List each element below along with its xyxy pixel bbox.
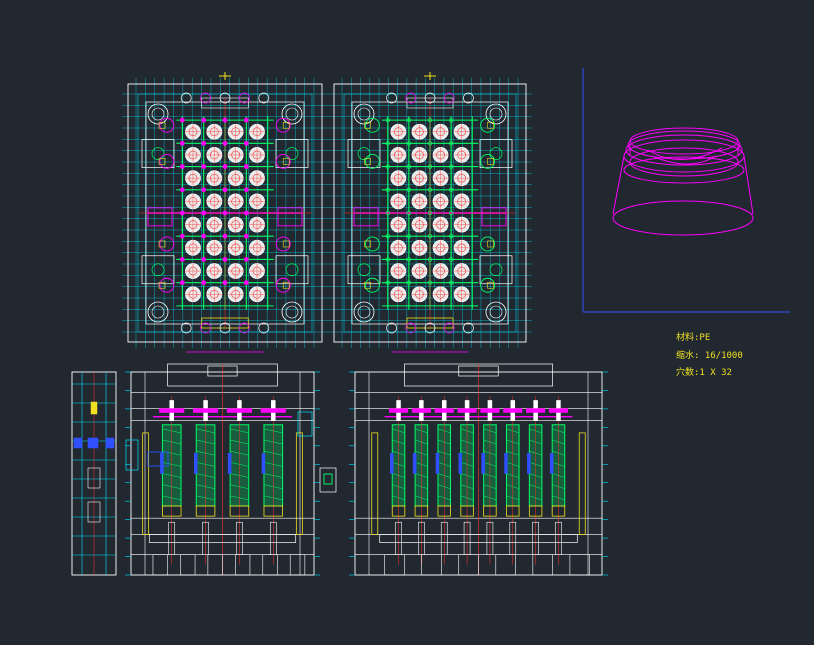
cavity-insert[interactable] [406,164,428,187]
cavity-insert[interactable] [385,117,407,140]
cavity-insert[interactable] [179,256,201,280]
cavity-insert[interactable] [385,164,407,187]
cavity-insert[interactable] [385,187,407,210]
cavity-insert[interactable] [201,187,223,210]
cavity-insert[interactable] [201,280,223,303]
cavity-insert[interactable] [406,280,428,303]
plan-view-fixed-half[interactable] [122,72,328,353]
cavity-insert[interactable] [243,256,266,280]
cavity-insert[interactable] [427,210,449,233]
cavity-insert[interactable] [427,257,449,280]
cavity-insert[interactable] [201,233,223,256]
product-cap-model [612,127,754,236]
cavity-insert[interactable] [201,256,223,280]
cavity-insert[interactable] [222,233,244,256]
cavity-insert[interactable] [427,187,449,210]
cavity-insert[interactable] [406,117,428,140]
cavity-insert[interactable] [385,210,407,233]
cavity-insert[interactable] [448,257,470,280]
cavity-insert[interactable] [448,280,470,303]
cavity-insert[interactable] [243,233,266,256]
cavity-insert[interactable] [243,164,266,187]
cavity-insert[interactable] [179,187,201,210]
cavity-insert[interactable] [201,140,223,163]
cavity-insert[interactable] [448,187,470,210]
cavity-insert[interactable] [222,187,244,210]
core-insert[interactable] [503,396,523,565]
cavity-insert[interactable] [201,164,223,187]
cavity-insert[interactable] [385,234,407,256]
cavity-insert[interactable] [201,210,223,233]
cavity-insert[interactable] [243,210,266,233]
cavity-insert[interactable] [179,210,201,233]
cavity-insert[interactable] [243,280,266,303]
cavity-insert[interactable] [406,234,428,256]
cavity-insert[interactable] [448,141,470,163]
cavity-insert[interactable] [179,140,201,163]
cavity-insert[interactable] [406,210,428,233]
cavity-insert[interactable] [243,117,266,140]
product-3d-viewport[interactable] [582,68,790,313]
core-insert[interactable] [526,396,546,565]
cavity-count-note: 穴数:1 X 32 [676,368,732,378]
cavity-insert[interactable] [179,233,201,256]
cavity-insert[interactable] [385,280,407,303]
cavity-insert[interactable] [385,257,407,280]
side-section-view[interactable] [71,371,117,576]
cavity-insert[interactable] [222,210,244,233]
core-insert[interactable] [457,396,477,565]
cavity-insert[interactable] [427,117,449,140]
cavity-insert[interactable] [243,187,266,210]
core-insert[interactable] [480,396,500,565]
cavity-insert[interactable] [448,117,470,140]
core-insert[interactable] [226,396,252,565]
cavity-insert[interactable] [427,234,449,256]
cavity-insert[interactable] [222,256,244,280]
core-insert[interactable] [548,396,568,565]
cavity-insert[interactable] [201,117,223,140]
cavity-insert[interactable] [385,141,407,163]
core-insert[interactable] [434,396,454,565]
cavity-insert[interactable] [179,117,201,140]
cavity-insert[interactable] [448,234,470,256]
core-insert[interactable] [260,396,286,565]
cavity-insert[interactable] [427,280,449,303]
cross-section-view-b[interactable] [349,363,608,576]
cavity-insert[interactable] [406,187,428,210]
cavity-insert[interactable] [222,164,244,187]
core-insert[interactable] [411,396,431,565]
cross-section-view-a[interactable] [125,363,337,576]
core-insert[interactable] [389,396,409,565]
cavity-insert[interactable] [243,140,266,163]
cavity-insert[interactable] [222,117,244,140]
cavity-insert[interactable] [427,141,449,163]
cavity-insert[interactable] [179,164,201,187]
core-insert[interactable] [193,396,219,565]
cavity-insert[interactable] [222,280,244,303]
cavity-insert[interactable] [406,257,428,280]
cavity-insert[interactable] [179,280,201,303]
shrinkage-note: 缩水: 16/1000 [676,351,743,361]
plan-view-moving-half[interactable] [328,72,532,353]
cavity-insert[interactable] [448,210,470,233]
cavity-insert[interactable] [448,164,470,187]
material-note: 材料:PE [676,333,711,343]
cavity-insert[interactable] [406,141,428,163]
cavity-insert[interactable] [427,164,449,187]
cavity-insert[interactable] [222,140,244,163]
